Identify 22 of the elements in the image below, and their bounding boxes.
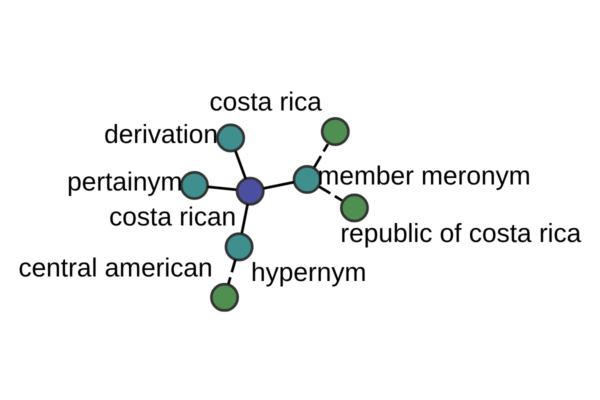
node-label: derivation: [104, 119, 218, 150]
node-label: member meronym: [318, 160, 531, 191]
connector: [263, 180, 294, 190]
node-label: central american: [18, 252, 213, 282]
node-circle: [340, 193, 369, 222]
node-label: republic of costa rica: [340, 218, 582, 248]
node-label: hypernym: [251, 257, 366, 288]
node-circle: [210, 282, 239, 312]
node-circle: [320, 117, 350, 146]
connector: [318, 186, 343, 202]
node-label: pertainym: [67, 166, 182, 197]
connector: [313, 143, 330, 168]
node-label: costa rica: [209, 86, 322, 117]
node-label: costa rican: [109, 201, 236, 232]
connector: [234, 150, 247, 180]
connector: [240, 204, 249, 234]
connector: [207, 185, 236, 192]
node-circle: [180, 170, 209, 200]
node-circle: [236, 176, 265, 206]
connector: [227, 259, 237, 284]
node-circle: [224, 232, 254, 262]
node-circle: [216, 124, 246, 152]
